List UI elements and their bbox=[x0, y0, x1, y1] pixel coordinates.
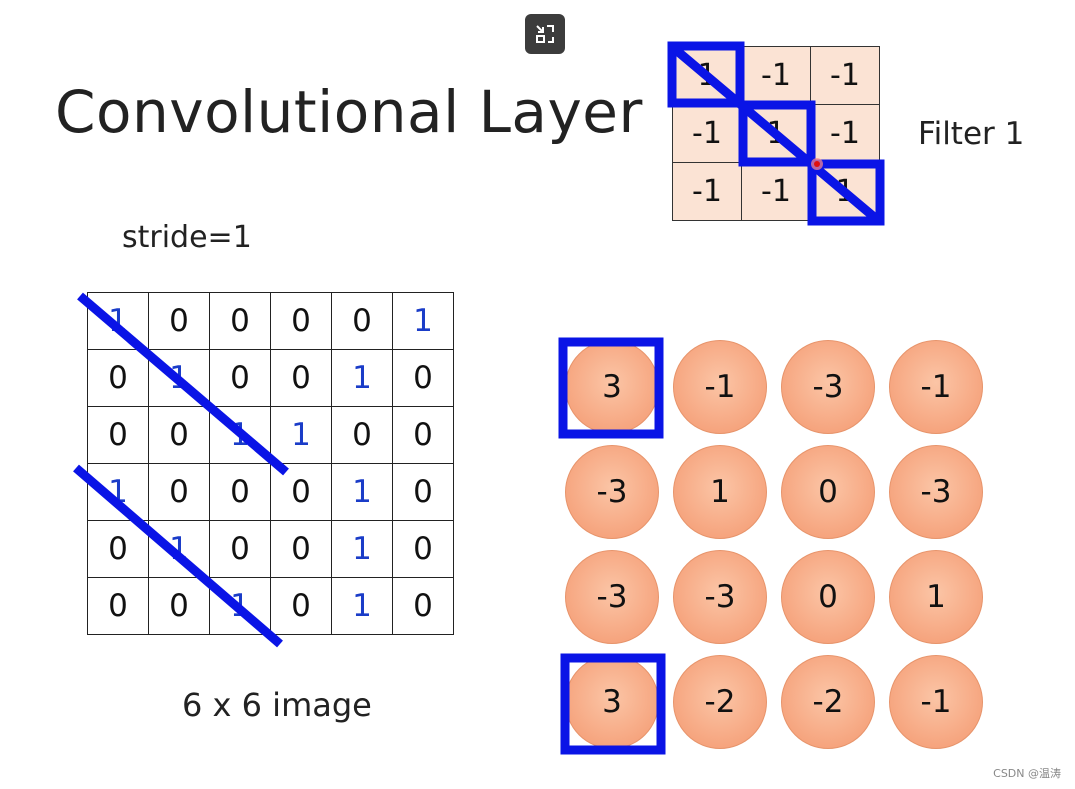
image-cell: 0 bbox=[392, 520, 454, 578]
image-cell: 1 bbox=[270, 406, 332, 464]
image-cell: 0 bbox=[209, 463, 271, 521]
filter-cell: -1 bbox=[741, 162, 811, 221]
feature-map-cell: -1 bbox=[889, 655, 983, 749]
feature-map-cell: 0 bbox=[781, 550, 875, 644]
filter-cell: 1 bbox=[810, 162, 880, 221]
watermark: CSDN @温涛 bbox=[993, 767, 1061, 780]
image-cell: 0 bbox=[87, 349, 149, 407]
image-cell: 1 bbox=[331, 463, 393, 521]
image-cell: 1 bbox=[392, 292, 454, 350]
filter-cell: -1 bbox=[810, 104, 880, 163]
feature-map-cell: -2 bbox=[673, 655, 767, 749]
feature-map-cell: -1 bbox=[889, 340, 983, 434]
feature-map-cell: -1 bbox=[673, 340, 767, 434]
image-cell: 1 bbox=[87, 463, 149, 521]
image-cell: 0 bbox=[209, 520, 271, 578]
filter-label: Filter 1 bbox=[918, 116, 1025, 152]
image-cell: 0 bbox=[87, 406, 149, 464]
filter-cell: -1 bbox=[741, 46, 811, 105]
feature-map-cell: -3 bbox=[565, 445, 659, 539]
image-cell: 0 bbox=[148, 292, 210, 350]
image-cell: 1 bbox=[331, 349, 393, 407]
image-cell: 1 bbox=[331, 577, 393, 635]
feature-map-cell: -3 bbox=[781, 340, 875, 434]
image-cell: 0 bbox=[148, 406, 210, 464]
filter-cell: -1 bbox=[672, 104, 742, 163]
image-cell: 0 bbox=[209, 349, 271, 407]
image-cell: 1 bbox=[209, 577, 271, 635]
image-cell: 0 bbox=[87, 577, 149, 635]
feature-map-cell: 1 bbox=[889, 550, 983, 644]
image-cell: 0 bbox=[270, 520, 332, 578]
feature-map-cell: 1 bbox=[673, 445, 767, 539]
image-cell: 0 bbox=[392, 406, 454, 464]
stride-label: stride=1 bbox=[122, 220, 252, 255]
image-cell: 0 bbox=[331, 406, 393, 464]
exit-fullscreen-icon bbox=[536, 25, 554, 43]
filter-cell: -1 bbox=[810, 46, 880, 105]
image-cell: 0 bbox=[148, 463, 210, 521]
image-cell: 0 bbox=[270, 349, 332, 407]
feature-map-cell: -3 bbox=[565, 550, 659, 644]
image-cell: 0 bbox=[392, 463, 454, 521]
image-cell: 0 bbox=[331, 292, 393, 350]
image-cell: 1 bbox=[209, 406, 271, 464]
image-cell: 0 bbox=[270, 463, 332, 521]
exit-fullscreen-button[interactable] bbox=[525, 14, 565, 54]
image-cell: 0 bbox=[87, 520, 149, 578]
feature-map-cell: 3 bbox=[565, 340, 659, 434]
image-caption: 6 x 6 image bbox=[182, 686, 372, 724]
image-cell: 1 bbox=[148, 349, 210, 407]
image-cell: 0 bbox=[392, 349, 454, 407]
feature-map-cell: -2 bbox=[781, 655, 875, 749]
image-cell: 0 bbox=[209, 292, 271, 350]
feature-map-cell: -3 bbox=[889, 445, 983, 539]
image-cell: 0 bbox=[270, 292, 332, 350]
image-cell: 0 bbox=[148, 577, 210, 635]
feature-map-cell: 0 bbox=[781, 445, 875, 539]
slide-title: Convolutional Layer bbox=[55, 78, 643, 146]
image-cell: 1 bbox=[87, 292, 149, 350]
filter-cell: 1 bbox=[672, 46, 742, 105]
image-cell: 1 bbox=[331, 520, 393, 578]
image-cell: 1 bbox=[148, 520, 210, 578]
image-cell: 0 bbox=[270, 577, 332, 635]
filter-cell: 1 bbox=[741, 104, 811, 163]
filter-row: 1-1-1 bbox=[672, 46, 880, 105]
feature-map-cell: -3 bbox=[673, 550, 767, 644]
filter-cell: -1 bbox=[672, 162, 742, 221]
image-cell: 0 bbox=[392, 577, 454, 635]
feature-map-cell: 3 bbox=[565, 655, 659, 749]
